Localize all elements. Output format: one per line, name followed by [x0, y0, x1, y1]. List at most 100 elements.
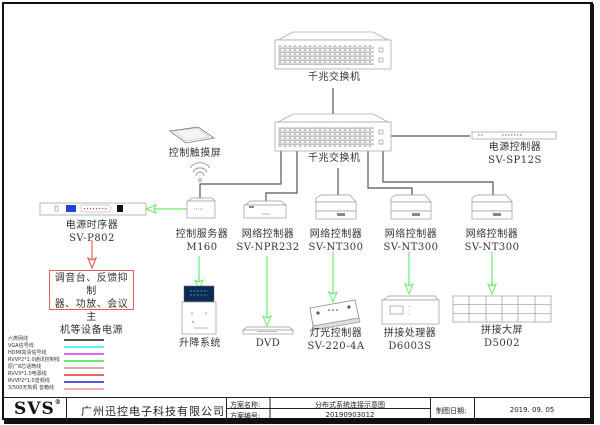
cable-legend: 六类网线 VGA信号线 HDMI高清信号线 RVVP2*1.0通讯控制线 原厂8…	[8, 336, 108, 392]
arrow-to-lift	[194, 278, 204, 292]
company-cell	[66, 398, 226, 421]
legend-swatch	[64, 381, 104, 383]
splice-processor-label: 拼接处理器	[383, 328, 437, 339]
arrow-to-screen	[487, 282, 497, 296]
splice-processor-icon	[381, 295, 440, 325]
splice-screen-label: 拼接大屏	[481, 325, 523, 336]
date-label-cell	[430, 398, 474, 421]
wire-switch-to-nt300-3	[382, 150, 494, 195]
splice-screen-model: D5002	[484, 338, 520, 349]
nt300-icon-2	[390, 194, 432, 220]
power-sequencer-label: 电源时序器	[65, 220, 119, 231]
control-arrows	[144, 204, 497, 328]
note-line: 调音台、反馈抑制	[54, 273, 129, 297]
wire-switch-to-server	[199, 150, 282, 200]
legend-item: RVVP2*1.0通讯控制线	[8, 357, 108, 364]
legend-swatch	[64, 339, 104, 341]
title-block: SVS® 广州迅控电子科技有限公司 方案名称: 方案编号: 分布式系统连接示意图…	[4, 397, 590, 421]
control-server-model: M160	[186, 242, 218, 253]
legend-item: 六类网线	[8, 336, 108, 343]
network-wires	[199, 88, 494, 201]
date-value: 2019. 09. 05	[509, 406, 555, 414]
arrow-to-light	[328, 290, 338, 304]
legend-label: 原厂8芯话筒线	[8, 364, 42, 370]
nt300-3-label: 网络控制器	[465, 229, 519, 240]
legend-item: HDMI高清信号线	[8, 350, 108, 357]
legend-item: RVV3*1.0电源线	[8, 371, 108, 378]
arrow-to-splice-proc	[404, 282, 414, 296]
light-controller-label: 灯光控制器	[309, 328, 363, 339]
power-controller-model: SV-SP12S	[488, 155, 542, 166]
npr232-icon	[243, 200, 287, 219]
legend-swatch	[64, 374, 104, 376]
company-logo: SVS®	[14, 399, 62, 419]
power-wire	[86, 240, 98, 270]
lift-system-icon	[181, 285, 217, 335]
touch-screen-icon	[168, 126, 216, 144]
wifi-icon	[189, 162, 211, 182]
registered-mark: ®	[54, 399, 62, 406]
logo-text: SVS	[14, 399, 55, 419]
legend-swatch	[64, 367, 104, 369]
frame-shadow-bottom	[4, 420, 594, 424]
touch-screen-label: 控制触摸屏	[168, 148, 222, 159]
light-controller-model: SV-220-4A	[307, 341, 365, 352]
arrow-to-dvd	[262, 314, 272, 328]
dvd-icon	[241, 326, 295, 335]
legend-label: RVV3*1.0电源线	[8, 371, 47, 377]
legend-item: VGA信号线	[8, 343, 108, 350]
date-value-cell	[474, 398, 590, 421]
legend-swatch	[64, 346, 104, 348]
legend-swatch	[64, 353, 104, 355]
legend-label: 3/500无氧铜 音箱线	[8, 385, 54, 391]
nt300-2-label: 网络控制器	[384, 229, 438, 240]
splice-processor-model: D6003S	[388, 341, 432, 352]
splice-screen-icon	[452, 295, 552, 323]
legend-swatch	[64, 388, 104, 390]
title-block-lines	[226, 398, 430, 420]
npr232-model: SV-NPR232	[236, 242, 300, 253]
switch-top-icon	[274, 31, 392, 70]
legend-item: 原厂8芯话筒线	[8, 364, 108, 371]
control-server-label: 控制服务器	[175, 229, 229, 240]
scheme-no-label: 方案编号:	[230, 412, 261, 420]
nt300-1-label: 网络控制器	[309, 229, 363, 240]
power-sequencer-model: SV-P802	[69, 233, 115, 244]
lift-system-label: 升降系统	[179, 338, 221, 349]
note-line: 机等设备电源	[60, 325, 123, 336]
legend-label: HDMI高清信号线	[8, 350, 47, 356]
scheme-no-value: 20190903012	[325, 411, 375, 419]
nt300-icon-1	[315, 194, 357, 220]
scheme-name-value: 分布式系统连接示意图	[315, 401, 385, 409]
arrow-to-sequencer	[144, 204, 158, 214]
switch-mid-label: 千兆交换机	[308, 153, 361, 164]
power-devices-note: 调音台、反馈抑制 器、功放、会议主 机等设备电源	[49, 270, 134, 336]
note-line: 器、功放、会议主	[54, 299, 129, 323]
date-label: 制图日期:	[436, 407, 467, 415]
legend-label: RVVP2*1.0音频线	[8, 378, 50, 384]
legend-item: 3/500无氧铜 音箱线	[8, 385, 108, 392]
legend-label: RVVP2*1.0通讯控制线	[8, 357, 60, 363]
scheme-label-cell	[226, 398, 270, 421]
company-name: 广州迅控电子科技有限公司	[81, 405, 225, 418]
power-controller-icon	[471, 131, 557, 140]
control-server-icon	[186, 197, 216, 219]
nt300-1-model: SV-NT300	[308, 242, 364, 253]
nt300-icon-3	[471, 194, 513, 220]
npr232-label: 网络控制器	[241, 229, 295, 240]
switch-mid-icon	[274, 113, 392, 152]
legend-item: RVVP2*1.0音频线	[8, 378, 108, 385]
legend-swatch	[64, 360, 104, 362]
switch-top-label: 千兆交换机	[308, 72, 361, 83]
power-controller-label: 电源控制器	[488, 142, 542, 153]
wire-switch-to-nt300-2	[367, 150, 413, 195]
wire-switch-to-npr232	[265, 150, 298, 201]
control-wires	[152, 208, 493, 322]
scheme-name-label: 方案名称:	[230, 401, 261, 409]
dvd-label: DVD	[255, 338, 281, 349]
arrow-to-note	[86, 256, 98, 270]
power-sequencer-icon	[39, 202, 147, 216]
nt300-3-model: SV-NT300	[464, 242, 520, 253]
nt300-2-model: SV-NT300	[383, 242, 439, 253]
